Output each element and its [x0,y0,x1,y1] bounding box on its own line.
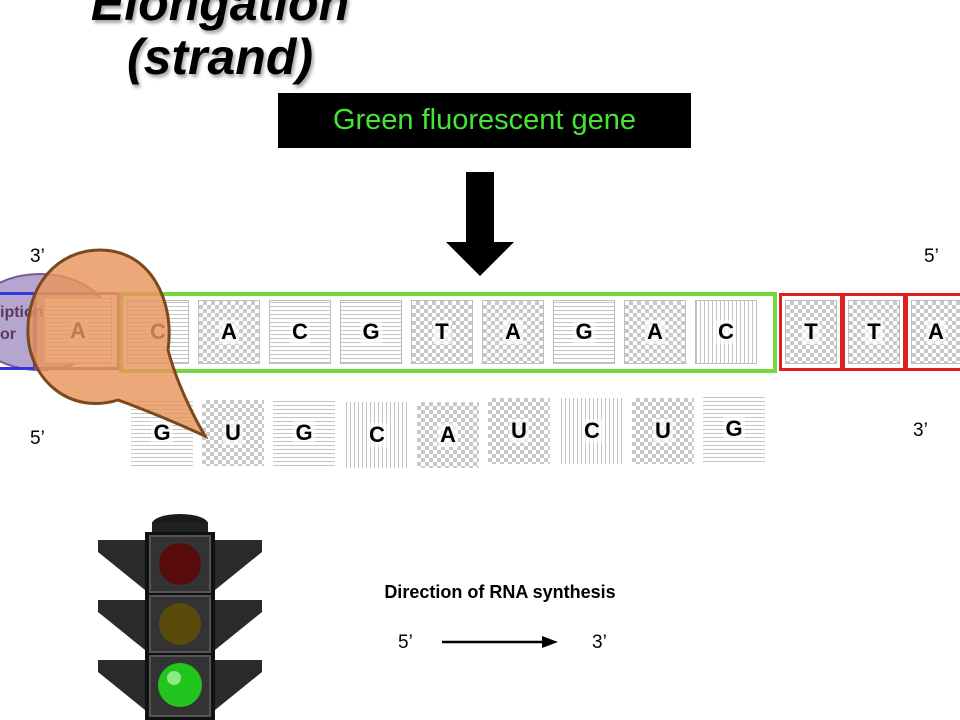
rna-tile: C [346,402,408,468]
rna-tile-letter: G [151,420,173,445]
label-top-left: 3’ [30,246,45,267]
dna-tile-letter: G [573,319,595,344]
rna-tile-letter: U [653,418,673,443]
dna-tile-letter: A [503,319,523,344]
dna-tile: C [269,300,331,364]
traffic-light-icon [98,514,262,720]
dna-terminator-tile: A [911,300,960,364]
rna-tile-letter: A [438,422,458,447]
rna-tile: U [488,398,550,464]
dna-tile: A [624,300,686,364]
dna-tile-letter: C [716,319,736,344]
dna-tile: G [553,300,615,364]
dna-tile: G [340,300,402,364]
rna-tile-letter: C [367,422,387,447]
dna-terminator-tile: T [785,300,837,364]
dna-tile: A [482,300,544,364]
dna-tile-letter: T [433,319,451,344]
factor-label-line-2: or [0,326,16,343]
dna-terminator-tile: T [848,300,900,364]
dna-tile-letter: A [219,319,239,344]
rna-tile-letter: U [509,418,529,443]
dna-terminator-letter: A [926,319,946,344]
dna-tile-letter: G [360,319,382,344]
rna-tile-letter: G [293,420,315,445]
dna-terminator-letter: T [802,319,820,344]
dna-terminator-letter: T [865,319,883,344]
rna-tile-letter: U [223,420,243,445]
down-arrow-icon [446,172,514,276]
rna-tile-letter: G [723,416,745,441]
direction-title: Direction of RNA synthesis [384,582,616,602]
rna-tile: C [561,398,623,464]
terminator-box [842,293,906,371]
right-arrow-icon [442,636,558,648]
label-bottom-right: 3’ [913,420,928,441]
dna-tile-letter: C [290,319,310,344]
dna-tile: A [198,300,260,364]
gene-label: Green fluorescent gene [278,93,691,148]
rna-tile-letter: C [582,418,602,443]
rna-tile: G [703,396,765,462]
rna-polymerase [26,248,209,440]
dna-tile-letter: A [645,319,665,344]
title-line-1: Elongation [90,0,350,31]
terminator-box [779,293,843,371]
title-line-2: (strand) [126,29,314,85]
rna-tile: U [632,398,694,464]
label-bottom-left: 5’ [30,428,45,449]
dna-tile: C [695,300,757,364]
terminator-box [905,293,960,371]
rna-tile: G [273,400,335,466]
slide-title: Elongation (strand) [40,0,400,82]
dna-tile: T [411,300,473,364]
rna-tile: U [202,400,264,466]
direction-from-label: 5’ [398,632,413,653]
label-top-right: 5’ [924,246,939,267]
direction-to-label: 3’ [592,632,607,653]
rna-tile: A [417,402,479,468]
